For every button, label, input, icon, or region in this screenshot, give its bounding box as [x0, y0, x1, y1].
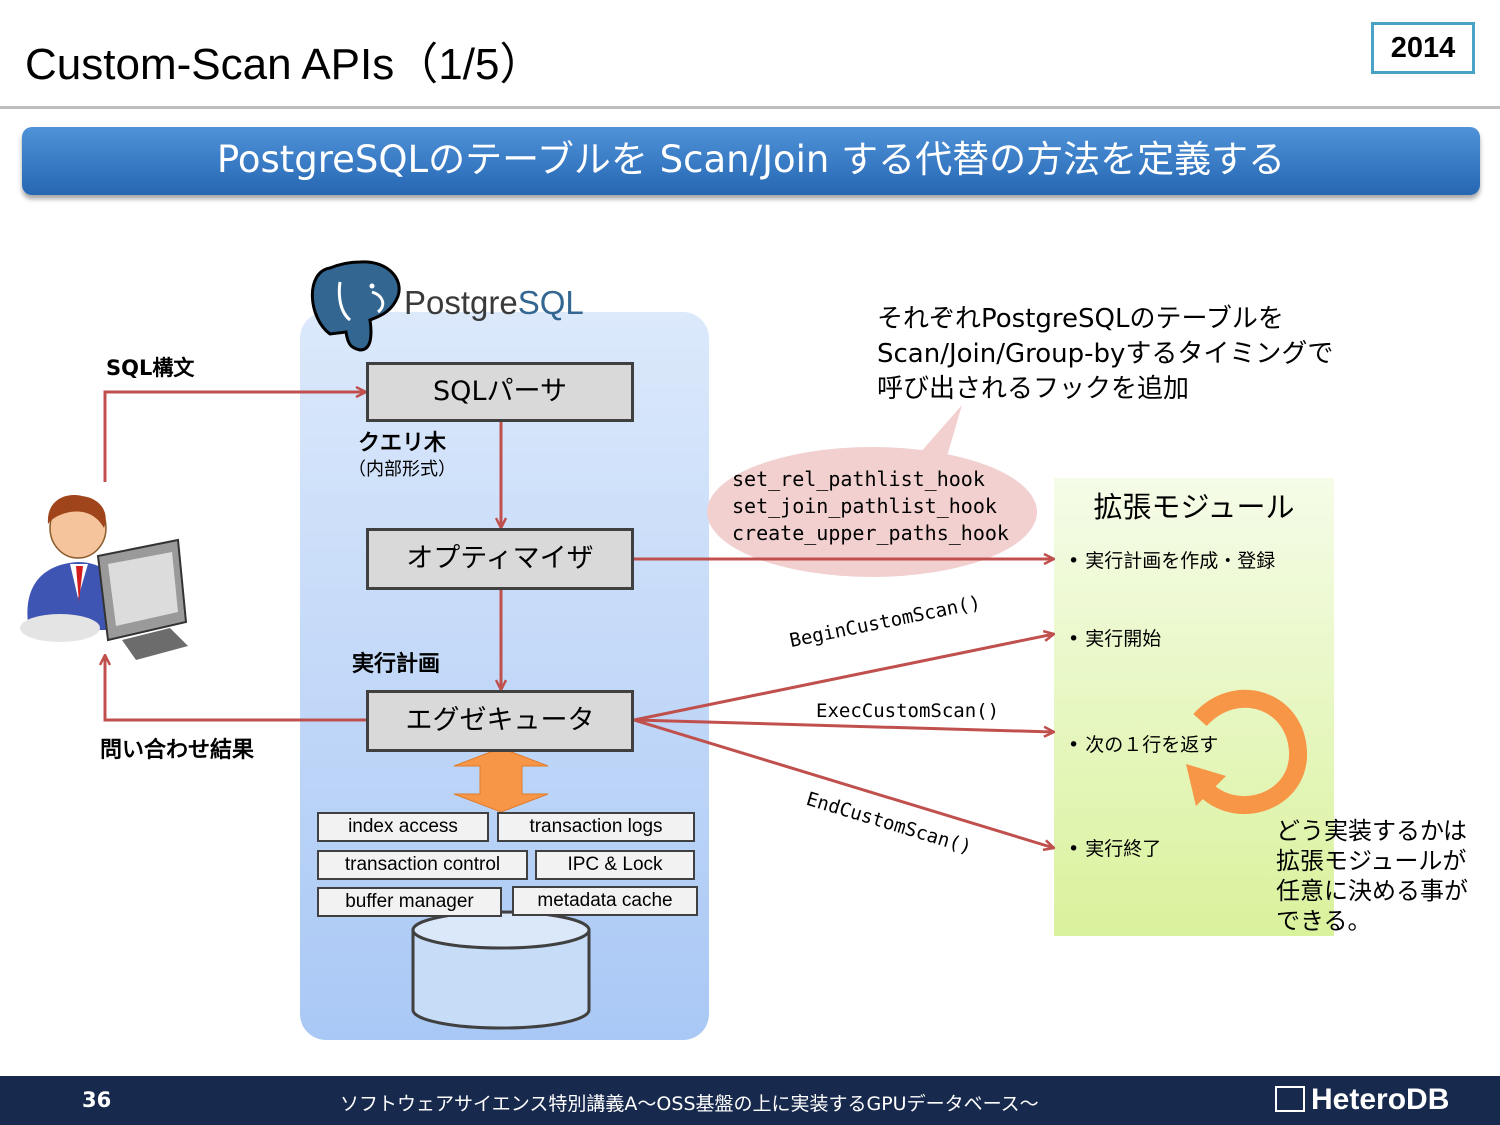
exec-arrow	[633, 718, 1054, 732]
end-arrow	[633, 718, 1054, 848]
year-badge: 2014	[1371, 22, 1475, 74]
hook-name: set_rel_pathlist_hook	[732, 467, 985, 491]
page-number: 36	[82, 1088, 112, 1112]
implementation-note: どう実装するかは 拡張モジュールが 任意に決める事が できる。	[1276, 816, 1468, 936]
database-cylinder-icon	[411, 910, 591, 1030]
callout-bubble	[707, 405, 1037, 577]
note-line: できる。	[1276, 907, 1372, 935]
component-box: IPC & Lock	[535, 850, 695, 880]
heterodb-logo-icon	[1275, 1086, 1305, 1112]
cycle-arrow-head	[1186, 764, 1226, 806]
postgresql-wordmark: PostgreSQL	[404, 284, 584, 322]
extension-item: • 実行計画を作成・登録	[1068, 550, 1276, 572]
user-computer-icon	[20, 495, 188, 660]
extension-item: • 次の１行を返す	[1068, 734, 1219, 756]
heterodb-logo: HeteroDB	[1275, 1083, 1449, 1117]
postgresql-elephant-icon	[310, 260, 401, 352]
optimizer-box: オプティマイザ	[366, 528, 634, 590]
callout-line: それぞれPostgreSQLのテーブルを	[877, 304, 1284, 334]
cycle-arrow-icon	[1193, 689, 1307, 815]
double-arrow-icon	[453, 747, 549, 813]
slide-title: Custom-Scan APIs（1/5）	[25, 40, 544, 89]
extension-module-title: 拡張モジュール	[1093, 490, 1295, 524]
component-box: transaction control	[317, 850, 528, 880]
callout-line: 呼び出されるフックを追加	[877, 374, 1190, 404]
executor-box: エグゼキュータ	[366, 690, 634, 752]
heterodb-logo-text: HeteroDB	[1311, 1083, 1450, 1116]
hook-name: create_upper_paths_hook	[732, 521, 1009, 545]
note-line: 拡張モジュールが	[1276, 847, 1467, 875]
result-return-arrow	[105, 655, 366, 722]
begin-arrow	[633, 634, 1054, 722]
internal-format-label: （内部形式）	[348, 459, 456, 480]
hook-name: set_join_pathlist_hook	[732, 494, 997, 518]
component-box: transaction logs	[497, 812, 695, 842]
exec-custom-scan-label: ExecCustomScan()	[816, 700, 1000, 722]
extension-item: • 実行終了	[1068, 838, 1162, 860]
component-box: buffer manager	[317, 887, 502, 917]
query-result-label: 問い合わせ結果	[100, 738, 255, 763]
flow-arrows	[105, 392, 1054, 848]
callout-text: それぞれPostgreSQLのテーブルを Scan/Join/Group-byす…	[877, 302, 1333, 407]
note-line: 任意に決める事が	[1276, 877, 1468, 905]
note-line: どう実装するかは	[1276, 817, 1468, 845]
callout-line: Scan/Join/Group-byするタイミングで	[877, 339, 1334, 369]
wordmark-suffix: SQL	[517, 284, 584, 321]
footer-title: ソフトウェアサイエンス特別講義A～OSS基盤の上に実装するGPUデータベース～	[340, 1093, 1039, 1115]
sql-parser-box: SQLパーサ	[366, 362, 634, 422]
wordmark-prefix: Postgre	[404, 284, 518, 321]
component-box: metadata cache	[512, 886, 698, 916]
query-tree-label: クエリ木	[358, 431, 447, 456]
component-box: index access	[317, 812, 489, 842]
plan-label: 実行計画	[352, 652, 441, 677]
title-divider	[0, 106, 1500, 109]
subtitle-banner: PostgreSQLのテーブルを Scan/Join する代替の方法を定義する	[22, 127, 1480, 195]
footer-bar	[0, 1076, 1500, 1125]
sql-syntax-label: SQL構文	[106, 356, 195, 380]
sql-input-arrow	[103, 392, 366, 482]
extension-item: • 実行開始	[1068, 628, 1162, 650]
